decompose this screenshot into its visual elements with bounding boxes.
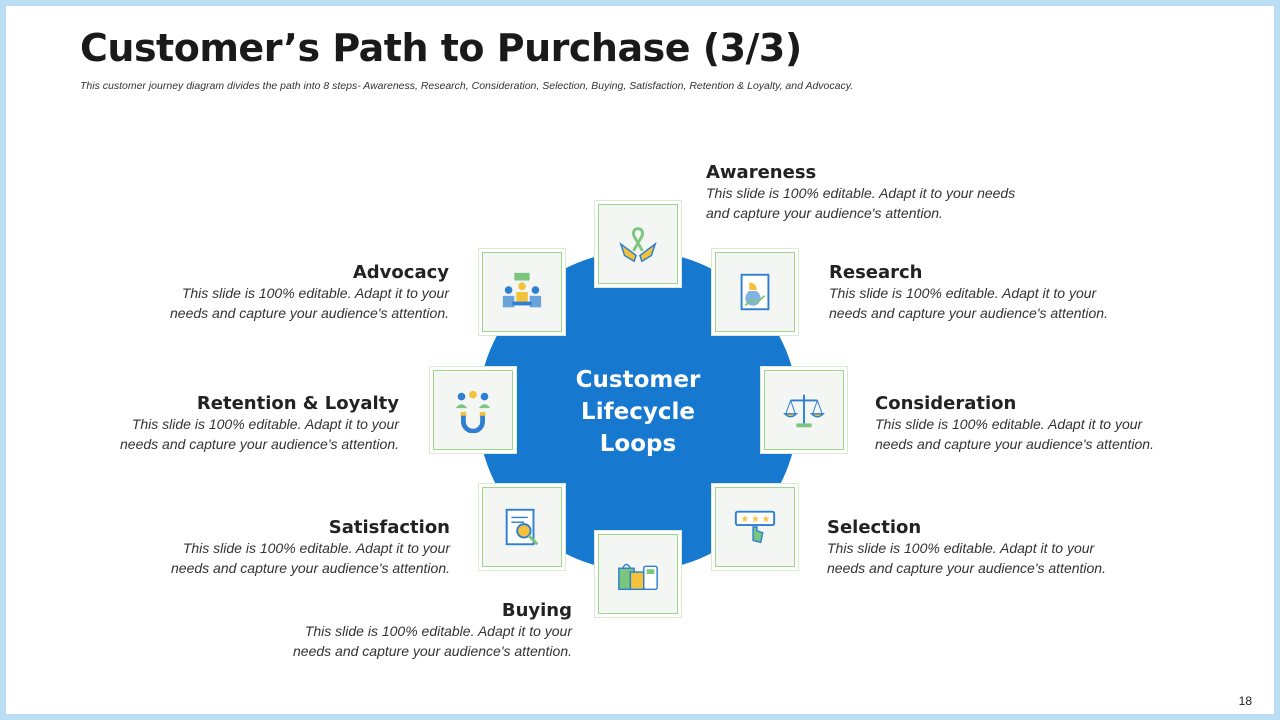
tile-selection: ★ ★ ★ <box>715 487 795 567</box>
step-awareness-desc-1: This slide is 100% editable. Adapt it to… <box>706 185 1016 201</box>
hub-label-line-2: Lifecycle <box>581 399 695 425</box>
tile-retention-loyalty <box>433 370 513 450</box>
step-selection-title: Selection <box>827 517 922 538</box>
step-research-title: Research <box>829 262 923 283</box>
svg-text:★: ★ <box>741 514 750 525</box>
step-advocacy-title: Advocacy <box>352 262 449 283</box>
rating-pointer-icon: ★ ★ ★ <box>734 510 776 544</box>
step-satisfaction-desc-1: This slide is 100% editable. Adapt it to… <box>182 540 450 556</box>
tile-advocacy <box>482 252 562 332</box>
step-consideration-desc-1: This slide is 100% editable. Adapt it to… <box>875 416 1143 432</box>
meeting-icon <box>502 272 542 308</box>
step-selection-desc-2: needs and capture your audience's attent… <box>827 560 1106 576</box>
hub-label-line-3: Loops <box>599 431 677 457</box>
step-buying-desc-1: This slide is 100% editable. Adapt it to… <box>304 623 572 639</box>
tile-research <box>715 252 795 332</box>
step-buying-title: Buying <box>501 600 572 621</box>
shopping-bags-icon <box>618 563 658 591</box>
hub-label: Customer Lifecycle Loops <box>548 364 728 460</box>
hub-label-line-1: Customer <box>575 367 701 393</box>
svg-text:★: ★ <box>762 514 771 525</box>
tile-awareness <box>598 204 678 284</box>
document-magnifier-icon <box>505 508 539 546</box>
step-consideration-desc-2: needs and capture your audience's attent… <box>875 436 1154 452</box>
tile-consideration <box>764 370 844 450</box>
page-number: 18 <box>1238 694 1252 708</box>
step-advocacy: Advocacy This slide is 100% editable. Ad… <box>109 262 449 323</box>
step-consideration-title: Consideration <box>875 393 1017 414</box>
svg-text:★: ★ <box>751 514 760 525</box>
step-retention-loyalty-title: Retention & Loyalty <box>196 393 399 414</box>
page-subtitle: This customer journey diagram divides th… <box>80 80 854 92</box>
step-selection: Selection This slide is 100% editable. A… <box>827 517 1167 578</box>
people-magnet-icon <box>455 390 491 433</box>
step-research-desc-1: This slide is 100% editable. Adapt it to… <box>829 285 1097 301</box>
tile-satisfaction <box>482 487 562 567</box>
step-research: Research This slide is 100% editable. Ad… <box>829 262 1169 323</box>
step-awareness: Awareness This slide is 100% editable. A… <box>706 162 1046 223</box>
step-retention-loyalty: Retention & Loyalty This slide is 100% e… <box>59 393 399 454</box>
step-awareness-desc-2: and capture your audience's attention. <box>706 205 943 221</box>
step-selection-desc-1: This slide is 100% editable. Adapt it to… <box>827 540 1095 556</box>
step-awareness-title: Awareness <box>706 162 817 183</box>
step-research-desc-2: needs and capture your audience's attent… <box>829 305 1108 321</box>
step-advocacy-desc-2: needs and capture your audience's attent… <box>170 305 449 321</box>
step-buying-desc-2: needs and capture your audience's attent… <box>293 643 572 659</box>
ribbon-hands-icon <box>619 227 657 263</box>
step-advocacy-desc-1: This slide is 100% editable. Adapt it to… <box>181 285 449 301</box>
step-consideration: Consideration This slide is 100% editabl… <box>875 393 1215 454</box>
report-chart-icon <box>740 273 770 311</box>
step-satisfaction-title: Satisfaction <box>328 517 450 538</box>
step-satisfaction: Satisfaction This slide is 100% editable… <box>110 517 450 578</box>
step-retention-loyalty-desc-2: needs and capture your audience's attent… <box>120 436 399 452</box>
tile-buying <box>598 534 678 614</box>
scale-icon <box>783 394 825 428</box>
step-buying: Buying This slide is 100% editable. Adap… <box>232 600 572 661</box>
step-retention-loyalty-desc-1: This slide is 100% editable. Adapt it to… <box>131 416 399 432</box>
page-title: Customer’s Path to Purchase (3/3) <box>80 26 802 70</box>
step-satisfaction-desc-2: needs and capture your audience's attent… <box>171 560 450 576</box>
